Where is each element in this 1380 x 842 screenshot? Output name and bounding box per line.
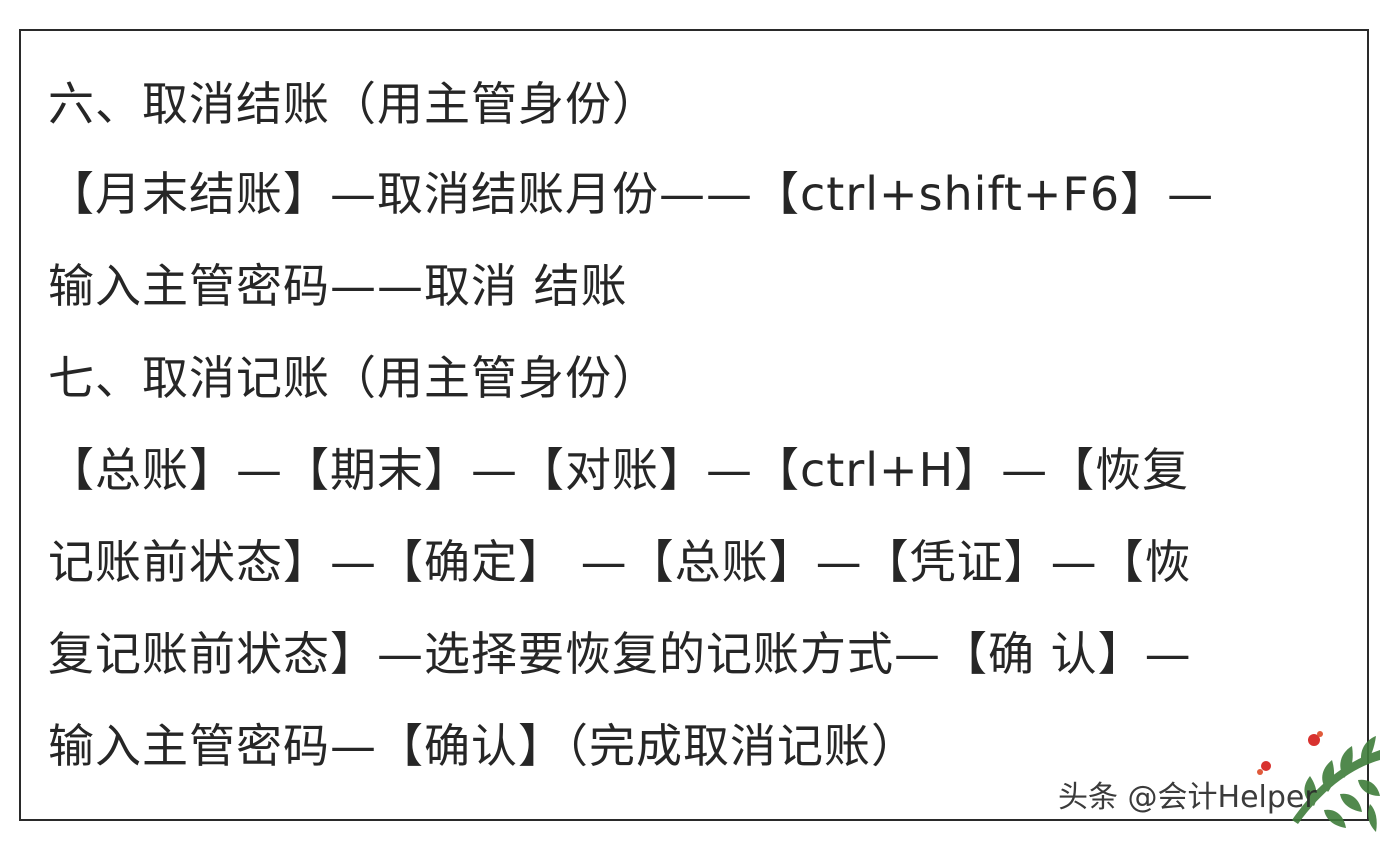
text-line: 复记账前状态】—选择要恢复的记账方式—【确 认】— (48, 627, 1192, 681)
text-line: 输入主管密码——取消 结账 (48, 259, 628, 313)
text-line: 【月末结账】—取消结账月份——【ctrl+shift+F6】— (48, 167, 1215, 221)
text-line: 输入主管密码—【确认】（完成取消记账） (48, 719, 918, 773)
plant-branch-with-red-berries-icon (1257, 731, 1380, 832)
section-heading-cancel-posting: 七、取消记账（用主管身份） (48, 351, 659, 405)
section-heading-cancel-closing: 六、取消结账（用主管身份） (48, 77, 659, 131)
text-line: 记账前状态】—【确定】 —【总账】—【凭证】—【恢 (48, 535, 1192, 589)
watermark-text: 头条 @会计Helper (1058, 780, 1317, 815)
document-frame (19, 29, 1369, 821)
text-line: 【总账】—【期末】—【对账】—【ctrl+H】—【恢复 (48, 443, 1190, 497)
